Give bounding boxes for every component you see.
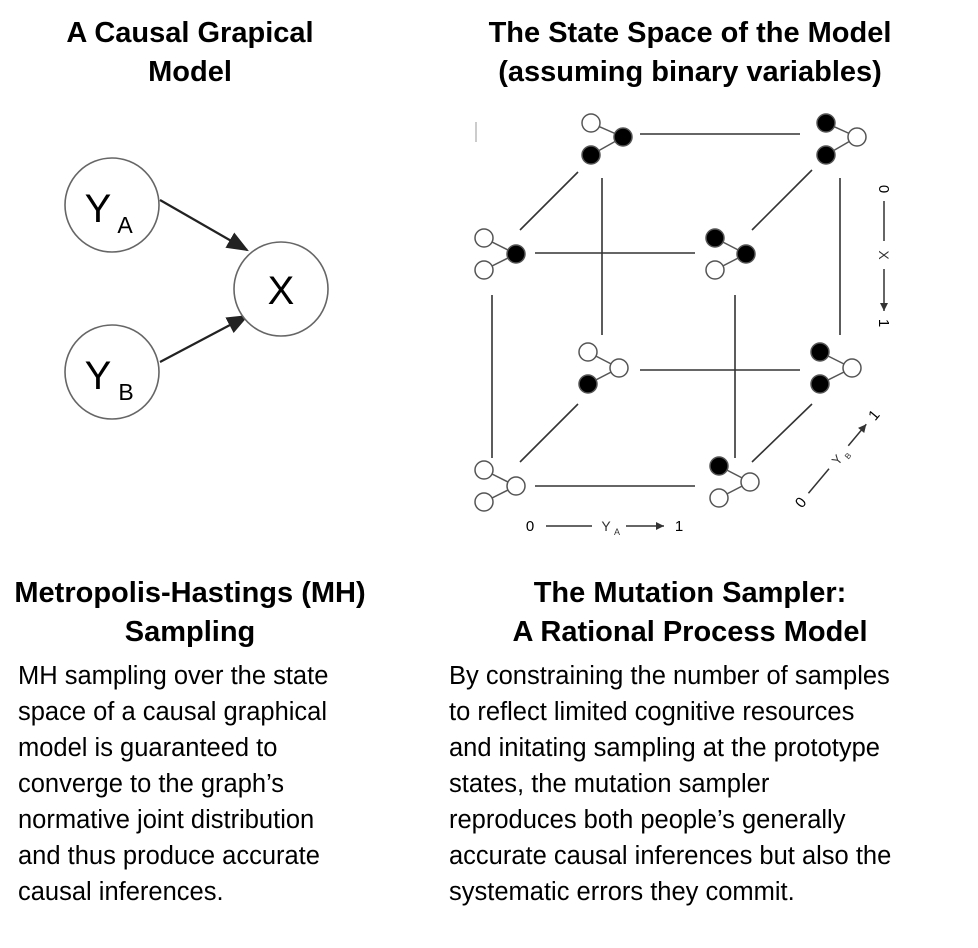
- causal-model-title-line1: A Causal Grapical: [66, 17, 314, 49]
- node-yb-subscript: B: [118, 379, 133, 405]
- mh-line-4: converge to the graph’s: [18, 770, 285, 798]
- state-top-front-left: [474, 228, 526, 280]
- state-top-back-right: [816, 113, 867, 165]
- node-yb: Y B: [64, 324, 160, 420]
- axis-x-zero: 0: [875, 185, 892, 193]
- mh-line-6: and thus produce accurate: [18, 842, 320, 870]
- mh-sampling-title-line1: Metropolis-Hastings (MH): [14, 577, 366, 609]
- ms-line-6: accurate causal inferences but also the: [449, 842, 892, 870]
- ms-line-5: reproduces both people’s generally: [449, 806, 846, 834]
- mh-line-1: MH sampling over the state: [18, 662, 329, 690]
- state-bottom-back-right: [810, 342, 862, 394]
- state-space-title-line2: (assuming binary variables): [498, 56, 882, 88]
- mutation-sampler-title-line1: The Mutation Sampler:: [533, 577, 847, 609]
- mh-line-5: normative joint distribution: [18, 806, 315, 834]
- state-top-back-left: [581, 113, 633, 165]
- axis-yb: 0 Y B 1: [792, 407, 884, 512]
- causal-model-title: A Causal Grapical Model: [30, 14, 350, 92]
- axis-ya-subscript: A: [614, 527, 620, 537]
- node-ya-subscript: A: [117, 212, 133, 238]
- ms-line-2: to reflect limited cognitive resources: [449, 698, 855, 726]
- node-x-label: X: [268, 269, 295, 313]
- state-bottom-front-right: [709, 456, 760, 508]
- node-ya-label: Y: [85, 187, 112, 231]
- mh-line-2: space of a causal graphical: [18, 698, 328, 726]
- edge-ya-to-x: [159, 199, 249, 252]
- mh-line-7: causal inferences.: [18, 878, 224, 906]
- node-yb-label: Y: [85, 354, 112, 398]
- axis-x-label: X: [876, 250, 892, 260]
- ms-line-3: and initating sampling at the prototype: [449, 734, 880, 762]
- state-bottom-back-left: [578, 342, 629, 394]
- axis-yb-zero: 0: [792, 494, 810, 511]
- axis-ya-label: Y: [601, 518, 611, 534]
- state-bottom-front-left: [474, 460, 526, 512]
- axis-yb-one: 1: [865, 407, 883, 424]
- node-ya: Y A: [64, 157, 160, 253]
- axis-yb-subscript: B: [843, 451, 853, 461]
- cube-edges: [491, 133, 841, 487]
- mh-line-3: model is guaranteed to: [18, 734, 278, 762]
- mutation-sampler-description: By constraining the number of samples to…: [449, 658, 969, 910]
- edge-yb-to-x: [159, 314, 249, 363]
- axis-ya-zero: 0: [526, 518, 534, 535]
- axis-ya: 0 Y A 1: [526, 518, 683, 537]
- state-top-front-right: [705, 228, 756, 280]
- mh-sampling-title: Metropolis-Hastings (MH) Sampling: [0, 574, 380, 652]
- causal-model-title-line2: Model: [148, 56, 232, 88]
- mh-sampling-description: MH sampling over the state space of a ca…: [18, 658, 418, 910]
- mutation-sampler-title-line2: A Rational Process Model: [512, 616, 868, 648]
- ms-line-4: states, the mutation sampler: [449, 770, 770, 798]
- state-space-title: The State Space of the Model (assuming b…: [440, 14, 940, 92]
- ms-line-7: systematic errors they commit.: [449, 878, 795, 906]
- mh-sampling-title-line2: Sampling: [124, 616, 256, 648]
- axis-x: 0 X 1: [875, 185, 892, 327]
- node-x: X: [233, 241, 329, 337]
- state-space-title-line1: The State Space of the Model: [488, 17, 892, 49]
- axis-x-one: 1: [875, 319, 892, 327]
- axis-ya-one: 1: [675, 518, 683, 535]
- ms-line-1: By constraining the number of samples: [449, 662, 890, 690]
- mutation-sampler-title: The Mutation Sampler: A Rational Process…: [440, 574, 940, 652]
